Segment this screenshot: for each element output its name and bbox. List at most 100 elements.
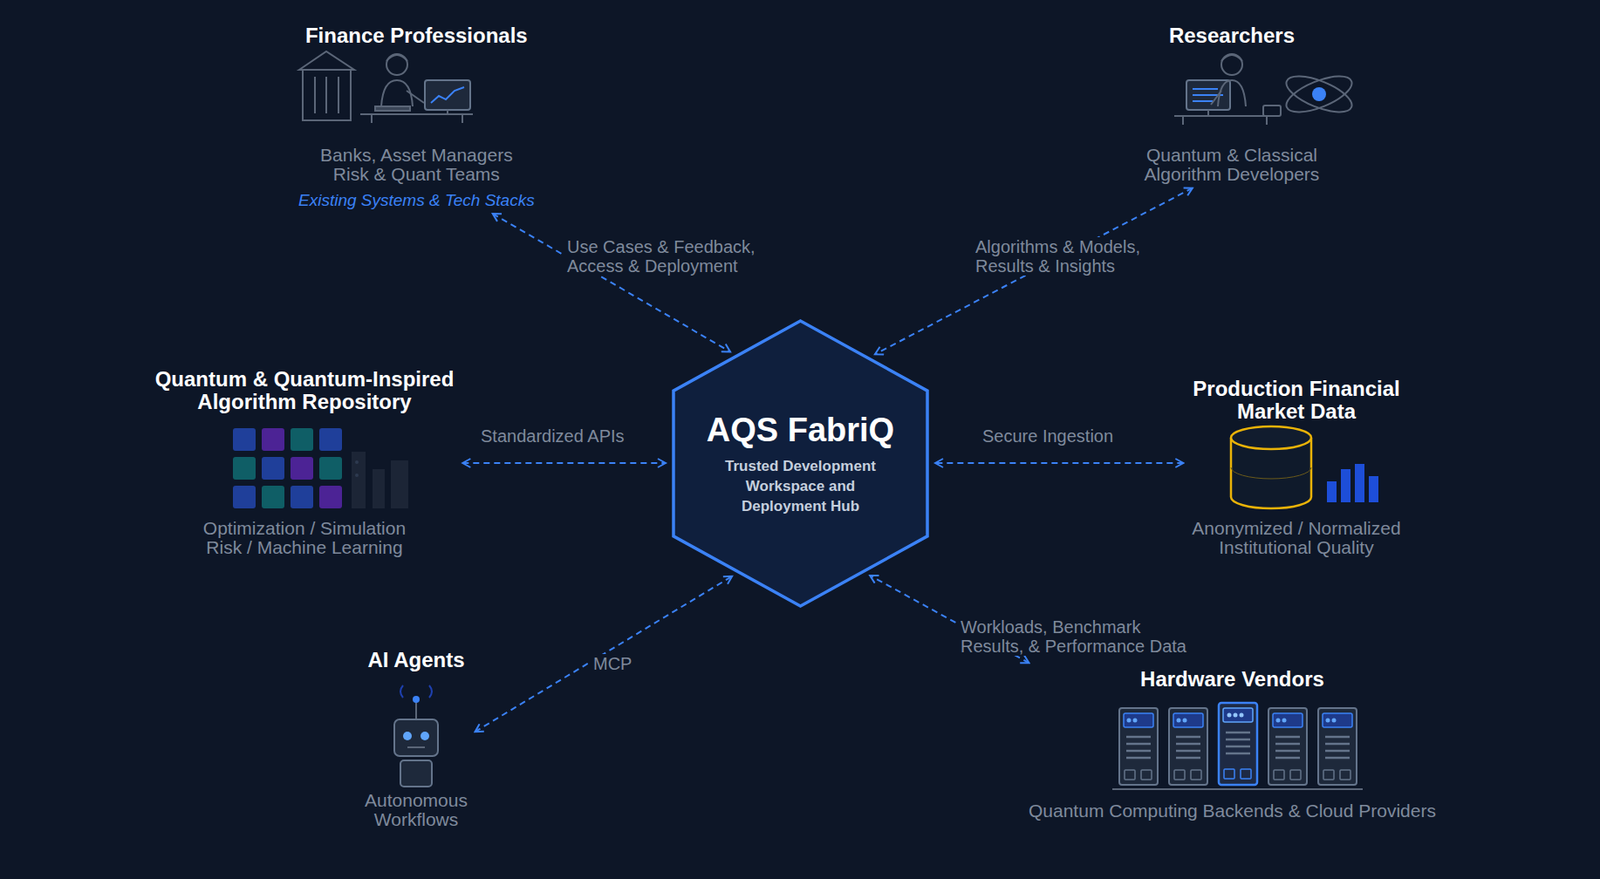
algorithm-grid	[232, 428, 409, 509]
icon-space	[198, 413, 411, 520]
edge-label: Algorithms & Models, Results & Insights	[971, 237, 1167, 276]
dashed-connector	[475, 576, 733, 732]
algorithm-grid	[290, 485, 314, 509]
edge-label: Use Cases & Feedback, Access & Deploymen…	[563, 237, 776, 276]
edge-label: MCP	[589, 654, 636, 674]
edge-label: Secure Ingestion	[978, 426, 1117, 446]
analyst-icon	[446, 109, 449, 115]
atom-icon	[1281, 68, 1356, 120]
icon-space	[1211, 423, 1382, 520]
dashed-connector	[935, 462, 1183, 465]
node-subtitle: Anonymized / Normalized Institutional Qu…	[1178, 519, 1415, 558]
server-rack-icon	[1218, 703, 1258, 786]
icon-space	[1106, 47, 1358, 146]
analyst-icon	[424, 80, 471, 110]
analyst-icon	[430, 87, 465, 103]
server-rack-icon	[1318, 708, 1357, 786]
node-subtitle: Banks, Asset Managers Risk & Quant Teams	[309, 145, 524, 185]
node-subtitle: Quantum & Classical Algorithm Developers	[1127, 145, 1337, 185]
algorithm-grid	[319, 485, 342, 509]
analyst-icon	[406, 90, 424, 103]
algorithm-grid	[355, 473, 359, 478]
node-title: AI Agents	[367, 648, 465, 673]
server-rack-icon	[1112, 703, 1363, 790]
analyst-icon	[386, 54, 408, 76]
node-subtitle: Autonomous Workflows	[341, 791, 491, 830]
edge-label: Standardized APIs	[477, 426, 629, 446]
server-rack-icon	[1112, 788, 1363, 791]
algorithm-grid	[290, 428, 314, 452]
algorithm-grid	[319, 457, 342, 480]
researcher-icon	[1182, 116, 1184, 125]
algorithm-grid	[261, 485, 285, 509]
robot-icon	[412, 696, 420, 704]
analyst-icon	[461, 114, 464, 124]
bar-chart-icon	[1340, 469, 1351, 503]
researcher-icon	[1192, 88, 1218, 90]
dashed-connector	[875, 188, 1193, 356]
icon-space	[1105, 691, 1359, 802]
researcher-icon	[1174, 54, 1281, 125]
node-subtitle: Existing Systems & Tech Stacks	[298, 191, 535, 211]
algorithm-grid	[351, 451, 366, 509]
algorithm-grid	[290, 457, 314, 480]
algorithm-grid	[232, 457, 256, 480]
robot-icon	[415, 702, 418, 720]
researcher-icon	[1210, 90, 1222, 105]
vendor-block: Hardware VendorsQuantum Computing Backen…	[1028, 667, 1436, 821]
server-rack-icon	[1169, 708, 1208, 786]
database-icon	[1230, 426, 1312, 450]
analyst-icon	[381, 80, 413, 107]
edge-label: Workloads, Benchmark Results, & Performa…	[957, 617, 1207, 657]
robot-icon	[420, 731, 430, 741]
atom-icon	[1312, 87, 1327, 102]
algorithm-grid	[372, 469, 385, 509]
robot-icon	[429, 685, 432, 698]
node-title: AQS FabriQ	[706, 410, 895, 450]
algorithm-grid	[355, 460, 359, 465]
hub-hexagon: AQS FabriQ Trusted Development Workspace …	[671, 319, 930, 609]
researcher-icon	[1221, 54, 1243, 76]
analyst-icon	[360, 113, 473, 116]
database-icon	[1230, 467, 1312, 479]
bank-icon	[299, 51, 355, 70]
node-subtitle: Trusted Development Workspace and Deploy…	[713, 456, 889, 517]
stakeholder-group: ResearchersQuantum & Classical Algorithm…	[1106, 23, 1358, 185]
bank-icon	[302, 69, 351, 121]
algorithm-grid	[232, 485, 256, 509]
icon-space	[298, 47, 534, 146]
repository-block: Quantum & Quantum-Inspired Algorithm Rep…	[138, 368, 471, 558]
dashed-connector	[492, 213, 731, 352]
node-title: Finance Professionals	[305, 23, 528, 48]
icon-space	[376, 672, 456, 792]
dashed-connector	[462, 462, 666, 465]
node-title: Hardware Vendors	[1140, 667, 1325, 692]
researcher-icon	[1192, 100, 1213, 103]
analyst-icon	[370, 114, 373, 124]
robot-icon	[403, 731, 412, 741]
bar-chart-icon	[1354, 464, 1365, 503]
node-title: Researchers	[1169, 23, 1295, 48]
database-icon	[1230, 426, 1312, 509]
bank-icon	[314, 76, 316, 114]
researcher-icon	[1263, 105, 1281, 117]
analyst-icon	[386, 54, 408, 62]
algorithm-grid	[319, 428, 342, 452]
node-title: Production Financial Market Data	[1161, 377, 1432, 424]
researcher-icon	[1174, 115, 1276, 117]
algorithm-grid	[261, 457, 285, 480]
data-source-block: Production Financial Market DataAnonymiz…	[1161, 377, 1432, 558]
robot-icon	[394, 719, 438, 757]
bank-icon	[337, 76, 340, 114]
bar-chart-icon	[1368, 476, 1379, 503]
agent-block: AI AgentsAutonomous Workflows	[341, 648, 491, 830]
stakeholder-group: Finance ProfessionalsBanks, Asset Manage…	[298, 23, 535, 211]
algorithm-grid	[261, 428, 285, 452]
researcher-icon	[1217, 80, 1246, 107]
algorithm-grid	[390, 460, 409, 509]
bar-chart-icon	[1326, 481, 1337, 503]
robot-icon	[400, 760, 432, 787]
analyst-icon	[360, 54, 473, 124]
server-rack-icon	[1119, 708, 1158, 786]
